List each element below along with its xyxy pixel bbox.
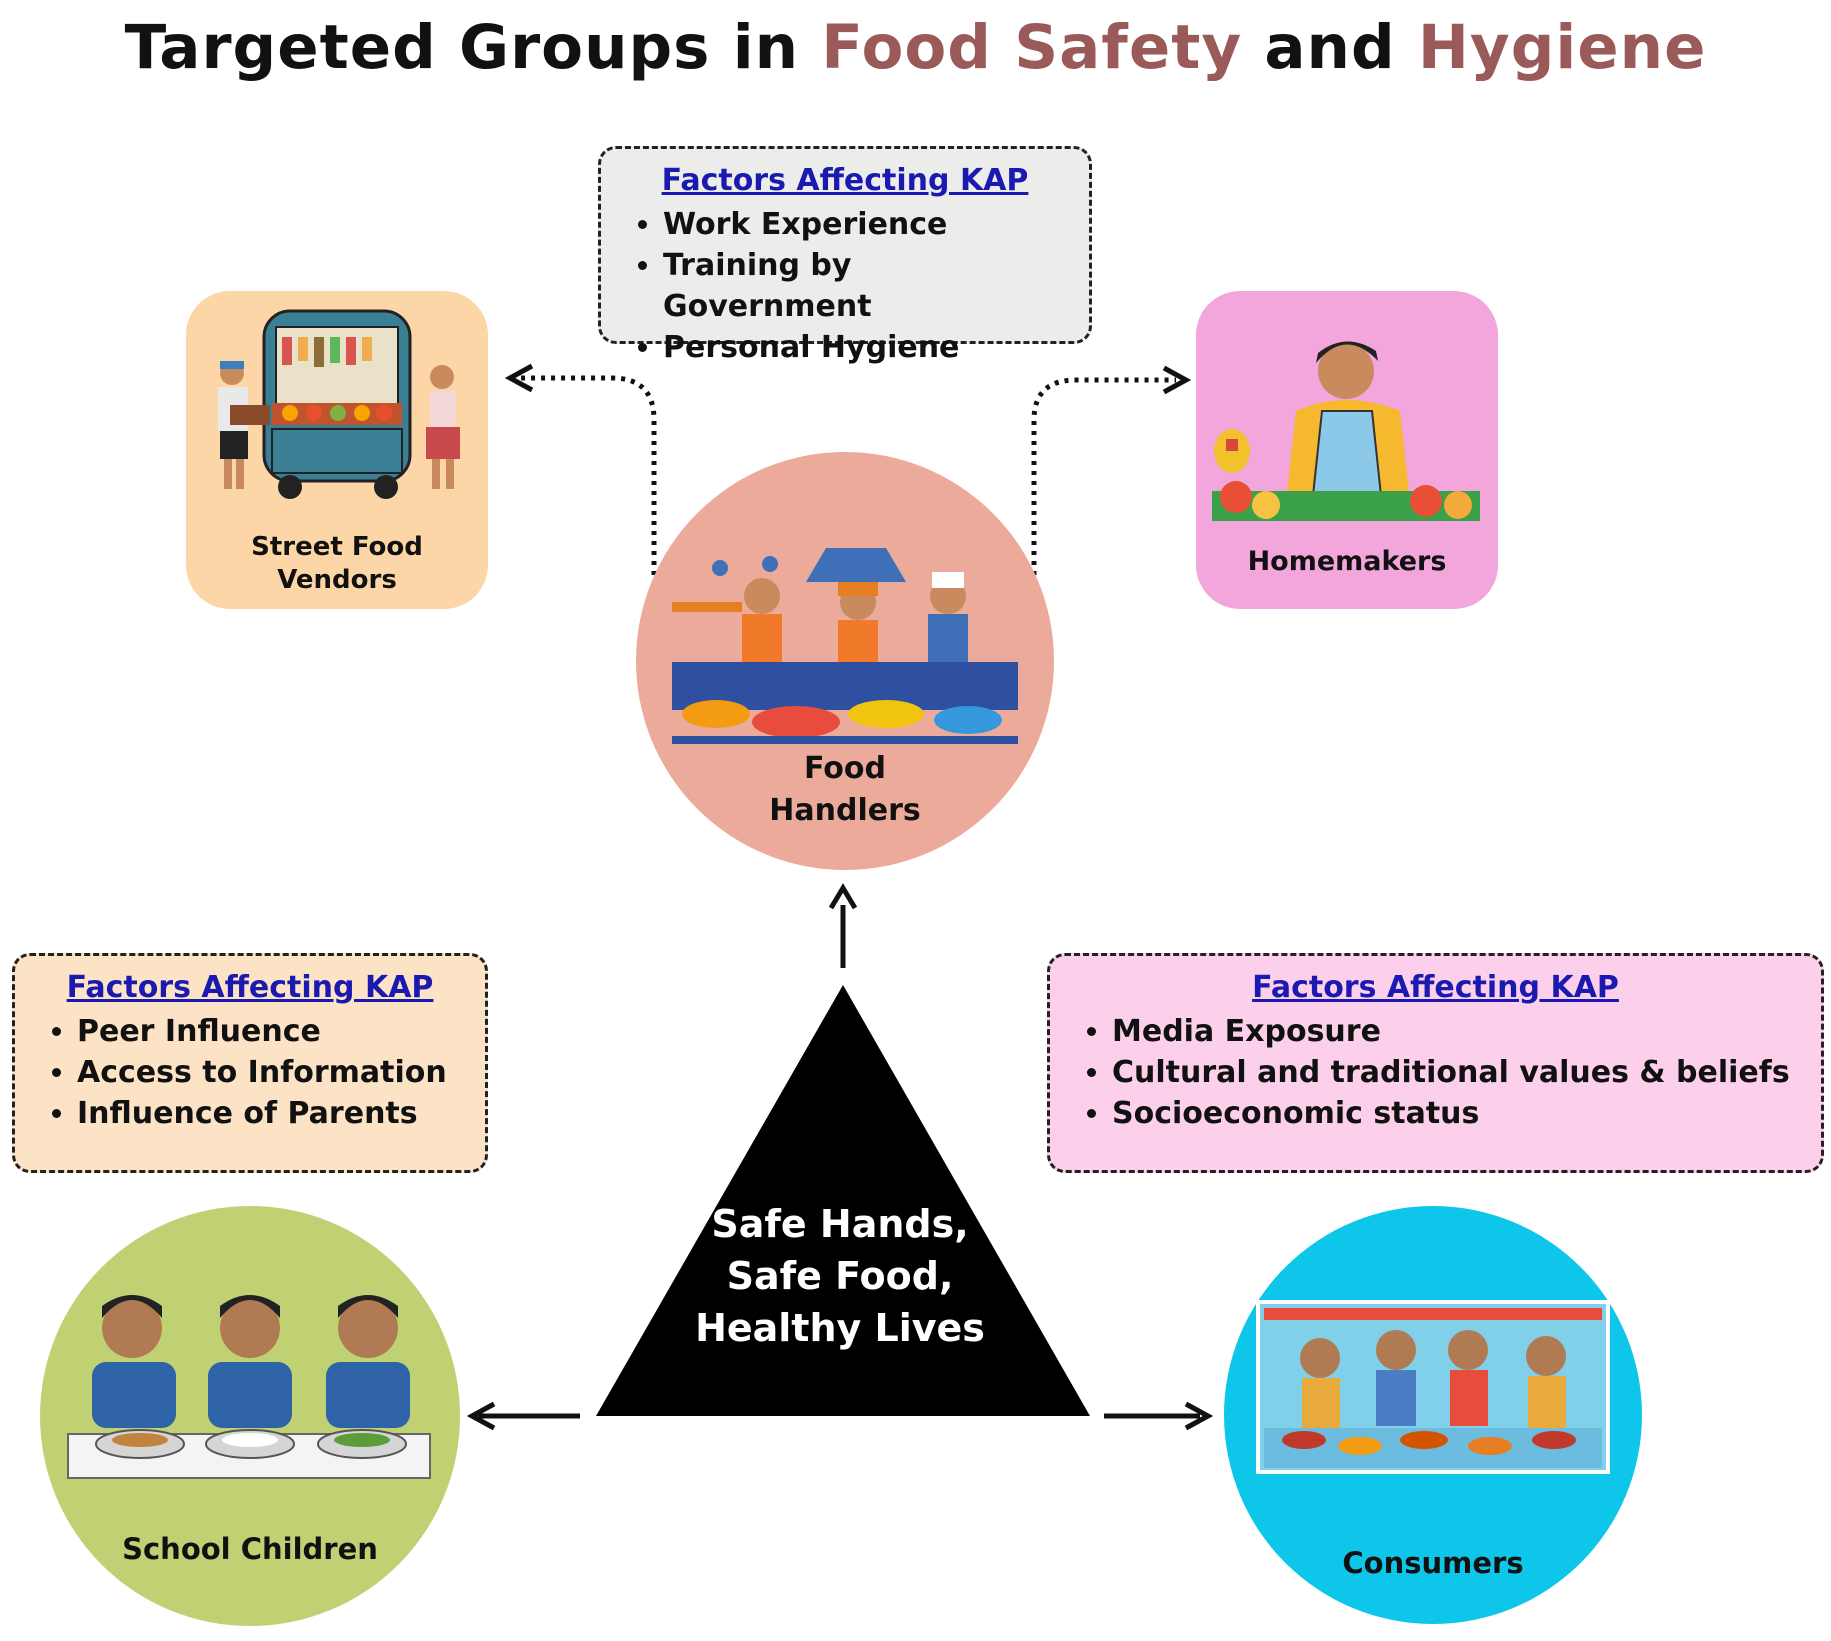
factors-box-consumers: Factors Affecting KAP Media Exposure Cul… — [1047, 953, 1824, 1173]
factor-item: Personal Hygiene — [663, 327, 1065, 368]
factor-item: Peer Influence — [77, 1011, 461, 1052]
factors-box-children: Factors Affecting KAP Peer Influence Acc… — [12, 953, 488, 1173]
center-slogan: Safe Hands, Safe Food, Healthy Lives — [670, 1198, 1010, 1354]
group-circle-school-children: School Children — [40, 1206, 460, 1626]
group-label: School Children — [122, 1532, 378, 1566]
group-label: Street Food Vendors — [186, 531, 488, 597]
arrowhead-handlers — [828, 883, 858, 910]
group-label: Consumers — [1342, 1546, 1524, 1580]
group-circle-food-handlers: Food Handlers — [636, 452, 1054, 870]
slogan-line: Safe Hands, — [711, 1202, 969, 1246]
factor-item: Training by Government — [663, 245, 1065, 327]
page-title: Targeted Groups in Food Safety and Hygie… — [0, 12, 1831, 83]
arrowhead-consumers — [1184, 1401, 1214, 1431]
title-part-4: Hygiene — [1417, 12, 1707, 83]
factor-item: Influence of Parents — [77, 1093, 461, 1134]
factors-heading[interactable]: Factors Affecting KAP — [66, 970, 434, 1005]
dotted-arrow-to-vendors — [518, 375, 657, 575]
factors-heading[interactable]: Factors Affecting KAP — [661, 163, 1029, 198]
title-part-3: and — [1242, 12, 1418, 83]
group-label: Food Handlers — [636, 748, 1054, 832]
factor-item: Media Exposure — [1112, 1011, 1797, 1052]
factors-box-handlers: Factors Affecting KAP Work Experience Tr… — [598, 146, 1092, 365]
group-card-homemakers: Homemakers — [1196, 291, 1498, 609]
group-label-line: Handlers — [769, 793, 921, 828]
title-part-1: Targeted Groups in — [124, 12, 822, 83]
factors-heading[interactable]: Factors Affecting KAP — [1252, 970, 1619, 1005]
group-label-line: Vendors — [277, 565, 397, 595]
arrowhead-homemakers — [1162, 365, 1192, 395]
slogan-line: Healthy Lives — [695, 1306, 985, 1350]
center-triangle — [596, 985, 1090, 1416]
group-label-line: Street Food — [251, 532, 423, 562]
woman-cooking-icon — [1212, 341, 1480, 521]
factor-item: Access to Information — [77, 1052, 461, 1093]
group-label-line: Food — [804, 751, 886, 786]
food-cart-icon — [218, 309, 460, 499]
group-label: Homemakers — [1247, 546, 1447, 577]
factor-item: Socioeconomic status — [1112, 1093, 1797, 1134]
slogan-line: Safe Food, — [726, 1254, 954, 1298]
title-part-2: Food Safety — [821, 12, 1243, 83]
arrowhead-children — [466, 1401, 496, 1431]
dotted-arrow-to-homemakers — [1031, 377, 1176, 575]
arrowhead-vendors — [504, 363, 534, 393]
children-eating-icon — [67, 1295, 431, 1479]
family-dining-icon — [1256, 1300, 1610, 1474]
group-circle-consumers: Consumers — [1224, 1206, 1642, 1624]
kitchen-cooks-icon — [672, 548, 1018, 744]
group-card-street-food-vendors: Street Food Vendors — [186, 291, 488, 609]
factor-item: Cultural and traditional values & belief… — [1112, 1052, 1797, 1093]
factor-item: Work Experience — [663, 204, 1065, 245]
